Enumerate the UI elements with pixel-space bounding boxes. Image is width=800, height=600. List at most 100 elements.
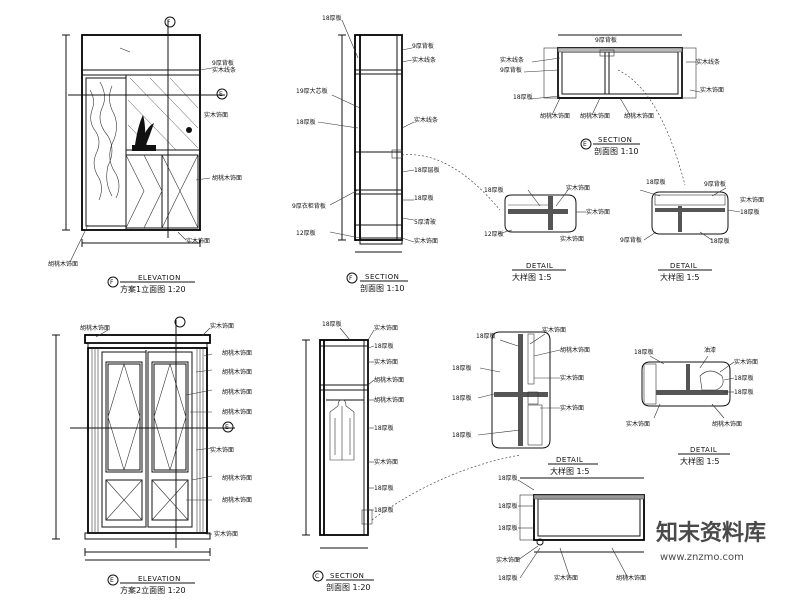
svg-text:实木饰面: 实木饰面 — [554, 574, 578, 582]
svg-text:剖面图 1:10: 剖面图 1:10 — [594, 146, 639, 156]
svg-text:胡桃木饰面: 胡桃木饰面 — [222, 496, 252, 504]
svg-text:12厚板: 12厚板 — [296, 229, 316, 237]
svg-text:E: E — [110, 577, 114, 584]
watermark: 知末资料库 www.znzmo.com — [654, 513, 782, 583]
title-elevation-1: F ELEVATION 方案1立面图 1:20 — [107, 274, 195, 294]
svg-text:实木饰面: 实木饰面 — [374, 458, 398, 466]
svg-text:18厚板: 18厚板 — [374, 342, 394, 350]
watermark-text: 知末资料库 — [656, 520, 766, 546]
svg-text:18厚板: 18厚板 — [374, 424, 394, 432]
label: 胡桃木饰面 — [212, 174, 242, 182]
plan-section — [517, 477, 645, 579]
svg-text:18厚板: 18厚板 — [476, 332, 496, 340]
svg-text:胡桃木饰面: 胡桃木饰面 — [222, 349, 252, 357]
svg-text:18厚板: 18厚板 — [374, 484, 394, 492]
label: 9厚背板 — [212, 59, 234, 67]
svg-text:实木饰面: 实木饰面 — [542, 326, 566, 334]
svg-text:方案1立面图 1:20: 方案1立面图 1:20 — [120, 284, 186, 294]
svg-text:胡桃木饰面: 胡桃木饰面 — [80, 324, 110, 332]
svg-text:胡桃木饰面: 胡桃木饰面 — [560, 346, 590, 354]
elevation-1-labels: 9厚背板 实木线条 实木饰面 胡桃木饰面 胡桃木饰面 实木饰面 — [48, 59, 242, 268]
svg-text:实木饰面: 实木饰面 — [214, 530, 238, 538]
svg-text:实木线条: 实木线条 — [414, 116, 438, 124]
detail-4-labels: 18厚板 油漆 实木饰面 18厚板 18厚板 实木饰面 胡桃木饰面 — [626, 346, 758, 428]
svg-text:12厚板: 12厚板 — [484, 230, 504, 238]
detail-3 — [477, 331, 561, 449]
plan-section-labels: 18厚板 18厚板 18厚板 实木饰面 18厚板 实木饰面 胡桃木饰面 — [496, 474, 646, 582]
svg-text:实木线条: 实木线条 — [412, 56, 436, 64]
svg-text:剖面图 1:10: 剖面图 1:10 — [360, 283, 405, 293]
title-detail-4: DETAIL 大样图 1:5 — [678, 446, 730, 466]
svg-text:ELEVATION: ELEVATION — [138, 274, 181, 282]
svg-text:18厚板: 18厚板 — [734, 374, 754, 382]
svg-text:18厚板: 18厚板 — [452, 364, 472, 372]
svg-text:DETAIL: DETAIL — [670, 262, 697, 270]
svg-text:18厚层板: 18厚层板 — [414, 166, 440, 174]
section-2 — [523, 34, 701, 186]
svg-text:18厚板: 18厚板 — [498, 574, 518, 582]
svg-text:F: F — [110, 279, 114, 286]
svg-text:E: E — [583, 141, 587, 148]
svg-text:油漆: 油漆 — [704, 346, 716, 354]
svg-text:实木饰面: 实木饰面 — [496, 556, 520, 564]
svg-text:E: E — [225, 424, 229, 431]
section-3-labels: 18厚板 实木饰面 18厚板 实木饰面 胡桃木饰面 胡桃木饰面 18厚板 实木饰… — [322, 320, 404, 514]
svg-text:实木饰面: 实木饰面 — [374, 358, 398, 366]
detail-4 — [641, 355, 735, 419]
section-2-labels: 9厚背板 实木线条 9厚背板 实木线条 实木饰面 18厚板 胡桃木饰面 胡桃木饰… — [500, 36, 724, 120]
section-1 — [317, 19, 501, 253]
svg-text:实木饰面: 实木饰面 — [626, 420, 650, 428]
svg-text:大样图 1:5: 大样图 1:5 — [550, 466, 589, 476]
svg-text:18厚板: 18厚板 — [634, 348, 654, 356]
title-elevation-2: E ELEVATION 方案2立面图 1:20 — [107, 574, 195, 595]
svg-text:SECTION: SECTION — [330, 572, 364, 580]
svg-text:18厚板: 18厚板 — [498, 524, 518, 532]
svg-text:实木饰面: 实木饰面 — [700, 86, 724, 94]
svg-text:SECTION: SECTION — [365, 273, 399, 281]
svg-text:剖面图 1:20: 剖面图 1:20 — [326, 582, 371, 592]
svg-text:18厚板: 18厚板 — [646, 178, 666, 186]
detail-2-labels: 18厚板 9厚背板 实木饰面 18厚板 9厚背板 18厚板 — [620, 178, 764, 245]
svg-text:18厚板: 18厚板 — [498, 474, 518, 482]
svg-text:DETAIL: DETAIL — [556, 456, 583, 464]
svg-text:9厚背板: 9厚背板 — [500, 66, 522, 74]
svg-text:胡桃木饰面: 胡桃木饰面 — [222, 388, 252, 396]
svg-text:F: F — [349, 275, 353, 282]
svg-text:大样图 1:5: 大样图 1:5 — [512, 272, 551, 282]
svg-text:5厚清玻: 5厚清玻 — [414, 218, 436, 226]
title-detail-3: DETAIL 大样图 1:5 — [548, 456, 598, 476]
svg-text:胡桃木饰面: 胡桃木饰面 — [580, 112, 610, 120]
svg-text:实木线条: 实木线条 — [500, 56, 524, 64]
svg-text:胡桃木饰面: 胡桃木饰面 — [624, 112, 654, 120]
svg-text:18厚板: 18厚板 — [296, 118, 316, 126]
svg-text:胡桃木饰面: 胡桃木饰面 — [616, 574, 646, 582]
elevation-1: F E — [62, 16, 228, 263]
svg-text:18厚板: 18厚板 — [484, 186, 504, 194]
svg-text:实木饰面: 实木饰面 — [560, 374, 584, 382]
detail-3-labels: 18厚板 实木饰面 胡桃木饰面 18厚板 实木饰面 18厚板 实木饰面 18厚板 — [452, 326, 590, 439]
svg-text:18厚板: 18厚板 — [498, 502, 518, 510]
svg-text:DETAIL: DETAIL — [526, 262, 553, 270]
svg-text:18厚板: 18厚板 — [710, 237, 730, 245]
svg-text:胡桃木饰面: 胡桃木饰面 — [222, 368, 252, 376]
section-1-labels: 18厚板 9厚背板 实木线条 19厚大芯板 18厚板 实木线条 18厚层板 18… — [292, 14, 440, 245]
label: 实木饰面 — [204, 111, 228, 119]
svg-text:DETAIL: DETAIL — [690, 446, 717, 454]
svg-text:实木线条: 实木线条 — [696, 58, 720, 66]
label: 实木饰面 — [186, 237, 210, 245]
title-section-3: C SECTION 剖面图 1:20 — [312, 570, 374, 592]
svg-text:实木饰面: 实木饰面 — [414, 237, 438, 245]
svg-text:胡桃木饰面: 胡桃木饰面 — [222, 408, 252, 416]
svg-text:9厚背板: 9厚背板 — [620, 236, 642, 244]
svg-text:18厚板: 18厚板 — [513, 93, 533, 101]
svg-text:实木饰面: 实木饰面 — [586, 208, 610, 216]
svg-text:F: F — [167, 19, 171, 26]
detail-1-labels: 18厚板 实木饰面 实木饰面 12厚板 实木饰面 — [484, 184, 610, 243]
svg-text:9厚背板: 9厚背板 — [595, 36, 617, 44]
svg-text:18厚板: 18厚板 — [734, 388, 754, 396]
section-3 — [302, 327, 521, 549]
svg-text:大样图 1:5: 大样图 1:5 — [660, 272, 699, 282]
svg-text:SECTION: SECTION — [598, 136, 632, 144]
svg-text:ELEVATION: ELEVATION — [138, 575, 181, 583]
